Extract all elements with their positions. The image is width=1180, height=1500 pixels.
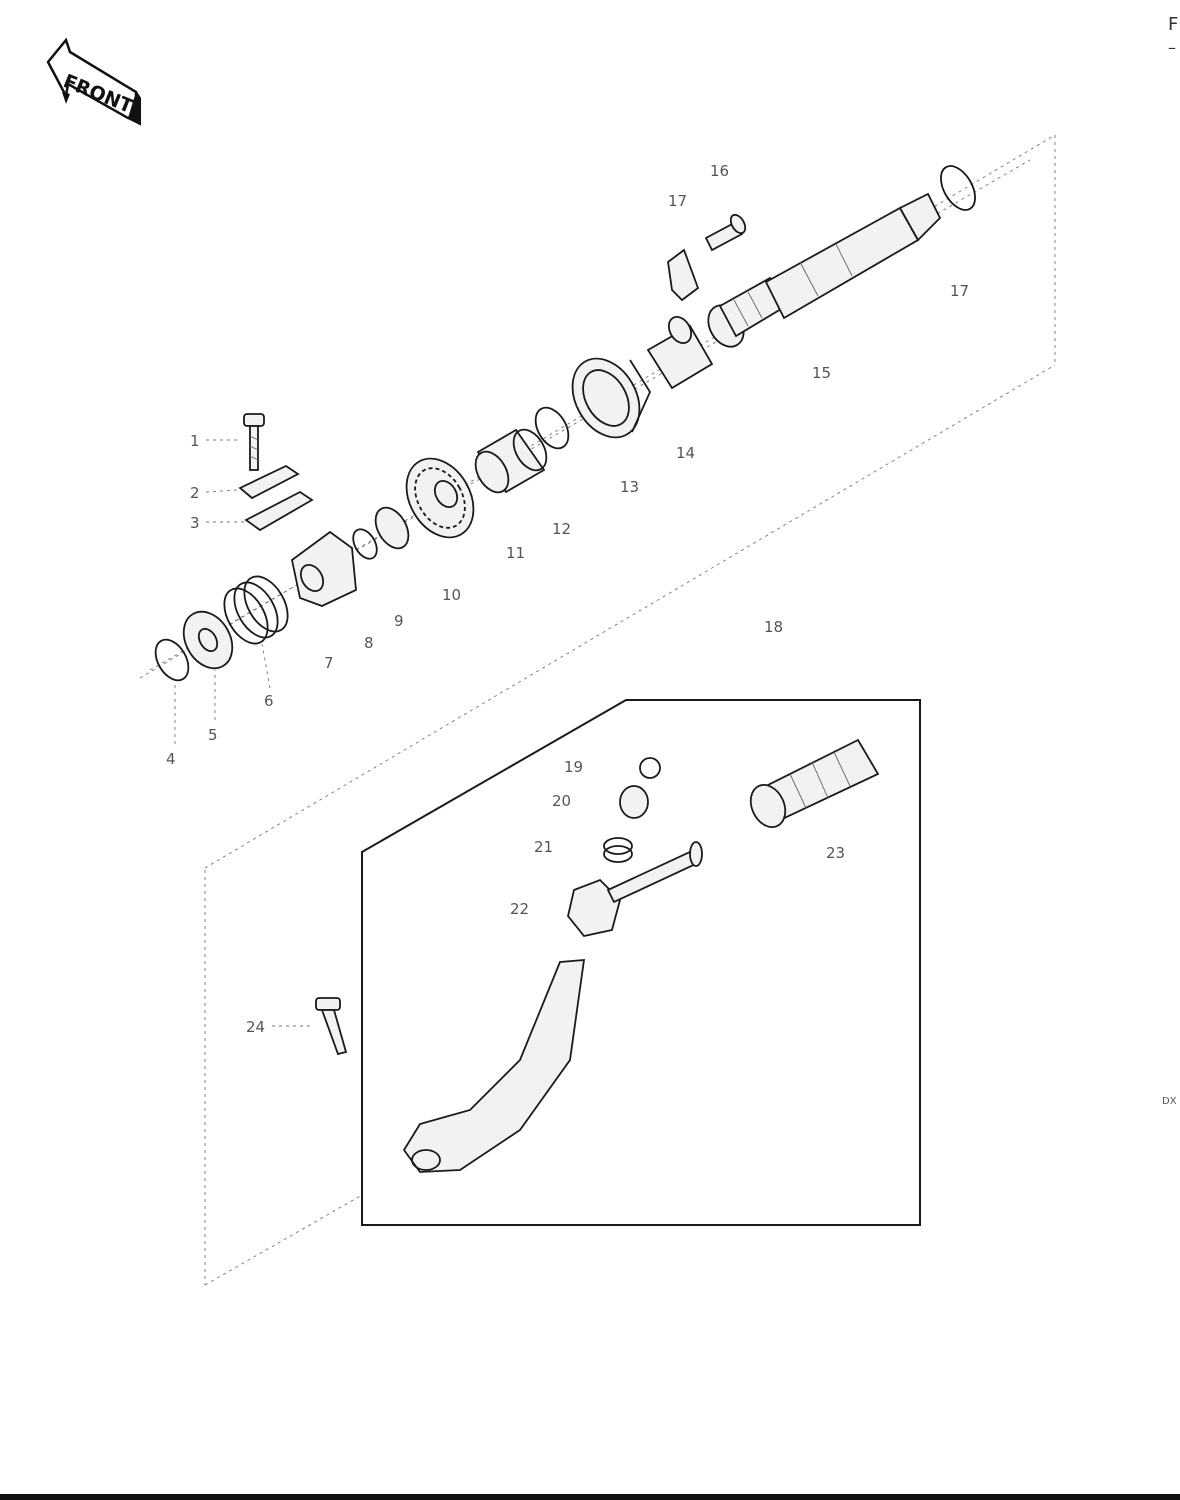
callout-10: 10 [442,586,461,604]
stopper-part-3 [244,490,314,532]
shaft-part-17 [764,192,942,320]
kick-pedal-frame [361,699,921,1226]
circlip-part-8 [352,528,378,560]
front-arrow-badge: FRONT [46,37,141,126]
cap-part-20 [619,785,649,819]
callout-16: 16 [710,162,729,180]
edge-dash: – [1168,38,1176,57]
callout-17-shaft: 17 [950,282,969,300]
callout-17-retainer: 17 [668,192,687,210]
retainer-plate-part-17 [667,248,700,302]
callout-3: 3 [190,514,200,532]
callout-13: 13 [620,478,639,496]
guide-part-14 [646,315,714,390]
gear-part-10 [405,457,475,539]
edge-code: DX [1162,1096,1177,1107]
bolt-part-1 [243,413,265,471]
callout-11: 11 [506,544,525,562]
callout-20: 20 [552,792,571,810]
edge-letter: F [1168,14,1179,35]
shaft-assembly-boundary [139,134,1056,869]
bolt-part-16 [704,213,747,252]
circlip-part-12 [534,406,570,450]
washer-part-9 [374,506,410,550]
grip-part-23 [749,738,880,828]
callout-5: 5 [208,726,218,744]
callout-6: 6 [264,692,274,710]
pivot-part-22 [567,841,703,937]
bushing-part-11 [474,428,548,494]
plate-part-2 [238,464,300,500]
callout-14: 14 [676,444,695,462]
circlip-part-4 [154,638,190,682]
circlip-part-19 [639,757,661,779]
callout-9: 9 [394,612,404,630]
bolt-part-24 [315,997,348,1056]
callout-12: 12 [552,520,571,538]
gear-housing-part-13 [571,357,652,439]
end-circlip [940,165,976,211]
callout-21: 21 [534,838,553,856]
washer-part-5 [182,610,234,670]
callout-4: 4 [166,750,176,768]
callout-24: 24 [246,1018,265,1036]
callout-23: 23 [826,844,845,862]
spring-part-21 [603,837,633,863]
callout-8: 8 [364,634,374,652]
callout-1: 1 [190,432,200,450]
ratchet-part-7 [291,530,357,607]
callout-19: 19 [564,758,583,776]
callout-22: 22 [510,900,529,918]
callout-18: 18 [764,618,783,636]
kick-pedal-arm [402,959,586,1173]
leader-lines-upper [174,439,271,744]
callout-15: 15 [812,364,831,382]
kick-pedal-boundary [204,870,363,1286]
callout-7: 7 [324,654,334,672]
bottom-edge-bar [0,1494,1180,1500]
callout-2: 2 [190,484,200,502]
spring-part-6 [223,575,289,645]
